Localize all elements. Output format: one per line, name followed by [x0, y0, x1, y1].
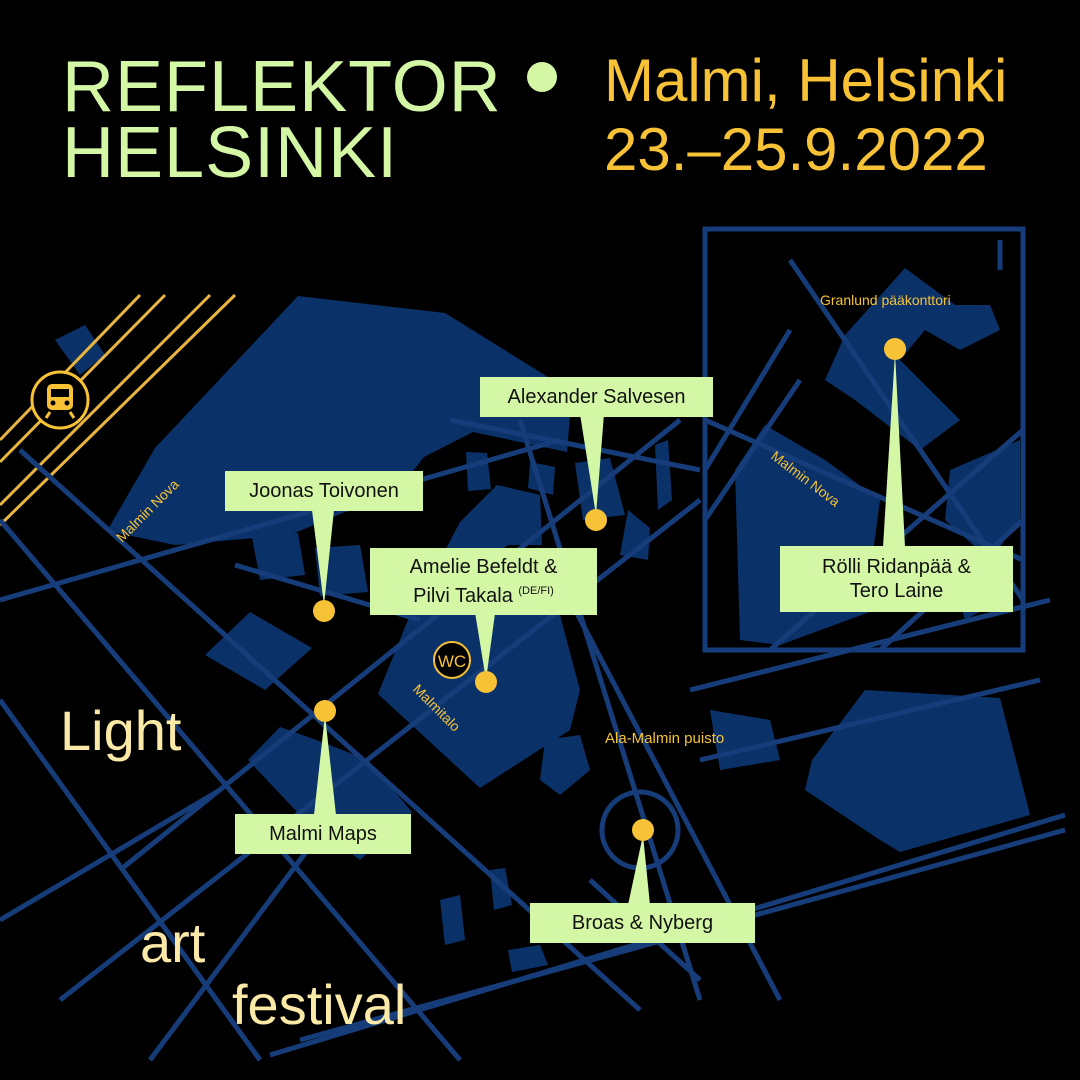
artist-label-broas-nyberg[interactable]: Broas & Nyberg — [530, 903, 755, 943]
building-inset-malmin-nova — [735, 425, 880, 645]
location-pin-icon[interactable] — [585, 509, 607, 531]
building — [508, 945, 548, 972]
artist-name-line2: Tero Laine — [849, 580, 944, 602]
location-pin-icon[interactable] — [314, 700, 336, 722]
artist-name-line1: Rölli Ridanpää & — [822, 556, 971, 578]
location-pin-icon[interactable] — [632, 819, 654, 841]
train-icon — [30, 370, 90, 430]
building — [466, 452, 491, 491]
place-label-ala-malmin-puisto: Ala-Malmin puisto — [605, 730, 724, 747]
pointer-rolli — [883, 353, 905, 547]
tagline-art: art — [140, 911, 206, 974]
callout-pointers — [312, 353, 905, 905]
tagline-festival: festival — [232, 973, 407, 1036]
pointer-broas — [628, 835, 650, 905]
artist-name: Broas & Nyberg — [571, 912, 714, 934]
building — [655, 440, 672, 510]
artist-label-malmi-maps[interactable]: Malmi Maps — [235, 814, 411, 854]
building — [945, 440, 1020, 560]
artist-country-tag: (DE/FI) — [518, 585, 554, 597]
location-pin-icon[interactable] — [313, 600, 335, 622]
inset-frame — [702, 226, 1026, 653]
artist-label-rolli-tero[interactable]: Rölli Ridanpää & Tero Laine — [780, 546, 1013, 612]
artist-label-amelie-pilvi[interactable]: Amelie Befeldt & Pilvi Takala (DE/FI) — [370, 548, 597, 615]
artist-label-joonas-toivonen[interactable]: Joonas Toivonen — [225, 471, 423, 511]
location-pin-icon[interactable] — [884, 338, 906, 360]
festival-title-line2: HELSINKI — [62, 113, 399, 193]
building — [205, 612, 312, 690]
artist-name-line2: Pilvi Takala — [413, 585, 513, 607]
artist-name: Malmi Maps — [269, 823, 377, 845]
artist-name: Alexander Salvesen — [507, 386, 686, 408]
railway — [0, 293, 237, 527]
building — [252, 533, 305, 580]
wc-icon: WC — [433, 641, 471, 679]
pond — [540, 735, 590, 795]
pointer-alexander — [580, 414, 604, 515]
title-dot — [527, 62, 557, 92]
festival-title-line1: REFLEKTOR — [62, 47, 502, 127]
pointer-amelie — [474, 606, 496, 680]
tagline-light: Light — [60, 699, 182, 762]
svg-text:WC: WC — [438, 652, 466, 671]
pointer-malmi-maps — [314, 715, 336, 815]
location-text: Malmi, Helsinki — [604, 47, 1008, 114]
building — [440, 895, 465, 945]
building — [805, 690, 1030, 852]
artist-name-line1: Amelie Befeldt & — [409, 556, 558, 578]
building-malmin-nova — [107, 296, 572, 545]
dates-text: 23.–25.9.2022 — [604, 116, 988, 183]
artist-name: Joonas Toivonen — [249, 480, 399, 502]
place-label-granlund: Granlund pääkonttori — [820, 292, 951, 308]
location-pins — [313, 338, 906, 841]
artist-label-alexander-salvesen[interactable]: Alexander Salvesen — [480, 377, 713, 417]
building — [55, 325, 105, 375]
location-pin-icon[interactable] — [475, 671, 497, 693]
building-granlund — [825, 268, 1000, 450]
pointer-joonas — [312, 510, 334, 605]
